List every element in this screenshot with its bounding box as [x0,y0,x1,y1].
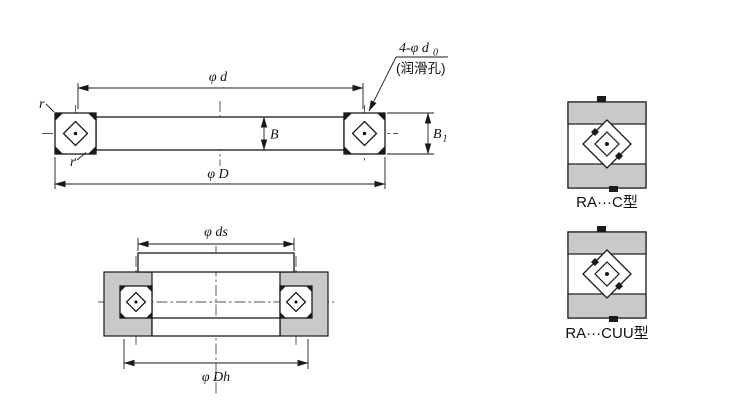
detail-cuu-seal-bottom [615,282,623,290]
bearing-rings-body [95,116,345,151]
detail-c-top-plug [597,96,606,102]
section-view: φ d 4-φ d 0 (润滑孔) B B 1 φ D r r [39,41,448,189]
chamfer-r-top-label: r [39,97,45,112]
chamfer-r-bottom-leader [76,152,87,161]
inner-ring-support [151,317,281,337]
section-view-dimensions: φ d 4-φ d 0 (润滑孔) B B 1 φ D r r [39,41,448,189]
dim-width-b-label: B [270,128,279,143]
dim-outer-d-label: φ D [207,167,228,182]
shaft-flange [137,252,295,273]
type-cuu-label: RA···CUU型 [565,325,648,342]
bearing-section-mounting-right [279,285,313,319]
roller-center-dot-mounting-right [294,300,298,304]
right-section-corner-seals [344,113,385,154]
dim-width-b1-subscript: 1 [443,134,448,145]
dim-shaft-ds-label: φ ds [204,225,228,240]
roller-center-dot-left [73,131,78,136]
dim-bore-label: φ d [209,70,228,85]
mounting-view-dimensions: φ ds φ Dh [123,225,309,385]
roller-center-dot-detail-c [605,142,609,146]
roller-center-dot-detail-cuu [605,272,609,276]
dim-housing-dh-label: φ Dh [202,370,230,385]
type-c-label: RA···C型 [576,194,638,211]
detail-view-cuu: RA···CUU型 [565,226,649,342]
chamfer-r-top-leader [45,103,55,113]
roller-detail-cuu-inner [594,261,620,287]
dim-width-b1-label: B [433,127,442,142]
lube-hole-subscript: 0 [433,48,438,59]
lube-hole-note: (润滑孔) [396,61,446,76]
detail-cuu-top-plug [597,226,606,232]
mounting-corner-seals [120,286,312,318]
detail-cuu-bottom-plug [609,316,618,322]
left-section-corner-seals [55,113,96,154]
detail-c-spacer-bottom [615,152,623,160]
mounting-view: φ ds φ Dh [98,225,334,396]
detail-c-bottom-plug [609,186,618,192]
lube-hole-label: 4-φ d [399,41,430,56]
roller-detail-c-inner [594,131,620,157]
detail-cuu-seal-top [591,258,599,266]
lube-hole-leader [368,56,397,112]
roller-center-dot-mounting-left [134,300,138,304]
roller-center-dot-right [362,131,367,136]
detail-c-spacer-top [591,128,599,136]
chamfer-r-bottom-label: r [70,155,76,170]
detail-view-c: RA···C型 [567,96,647,211]
